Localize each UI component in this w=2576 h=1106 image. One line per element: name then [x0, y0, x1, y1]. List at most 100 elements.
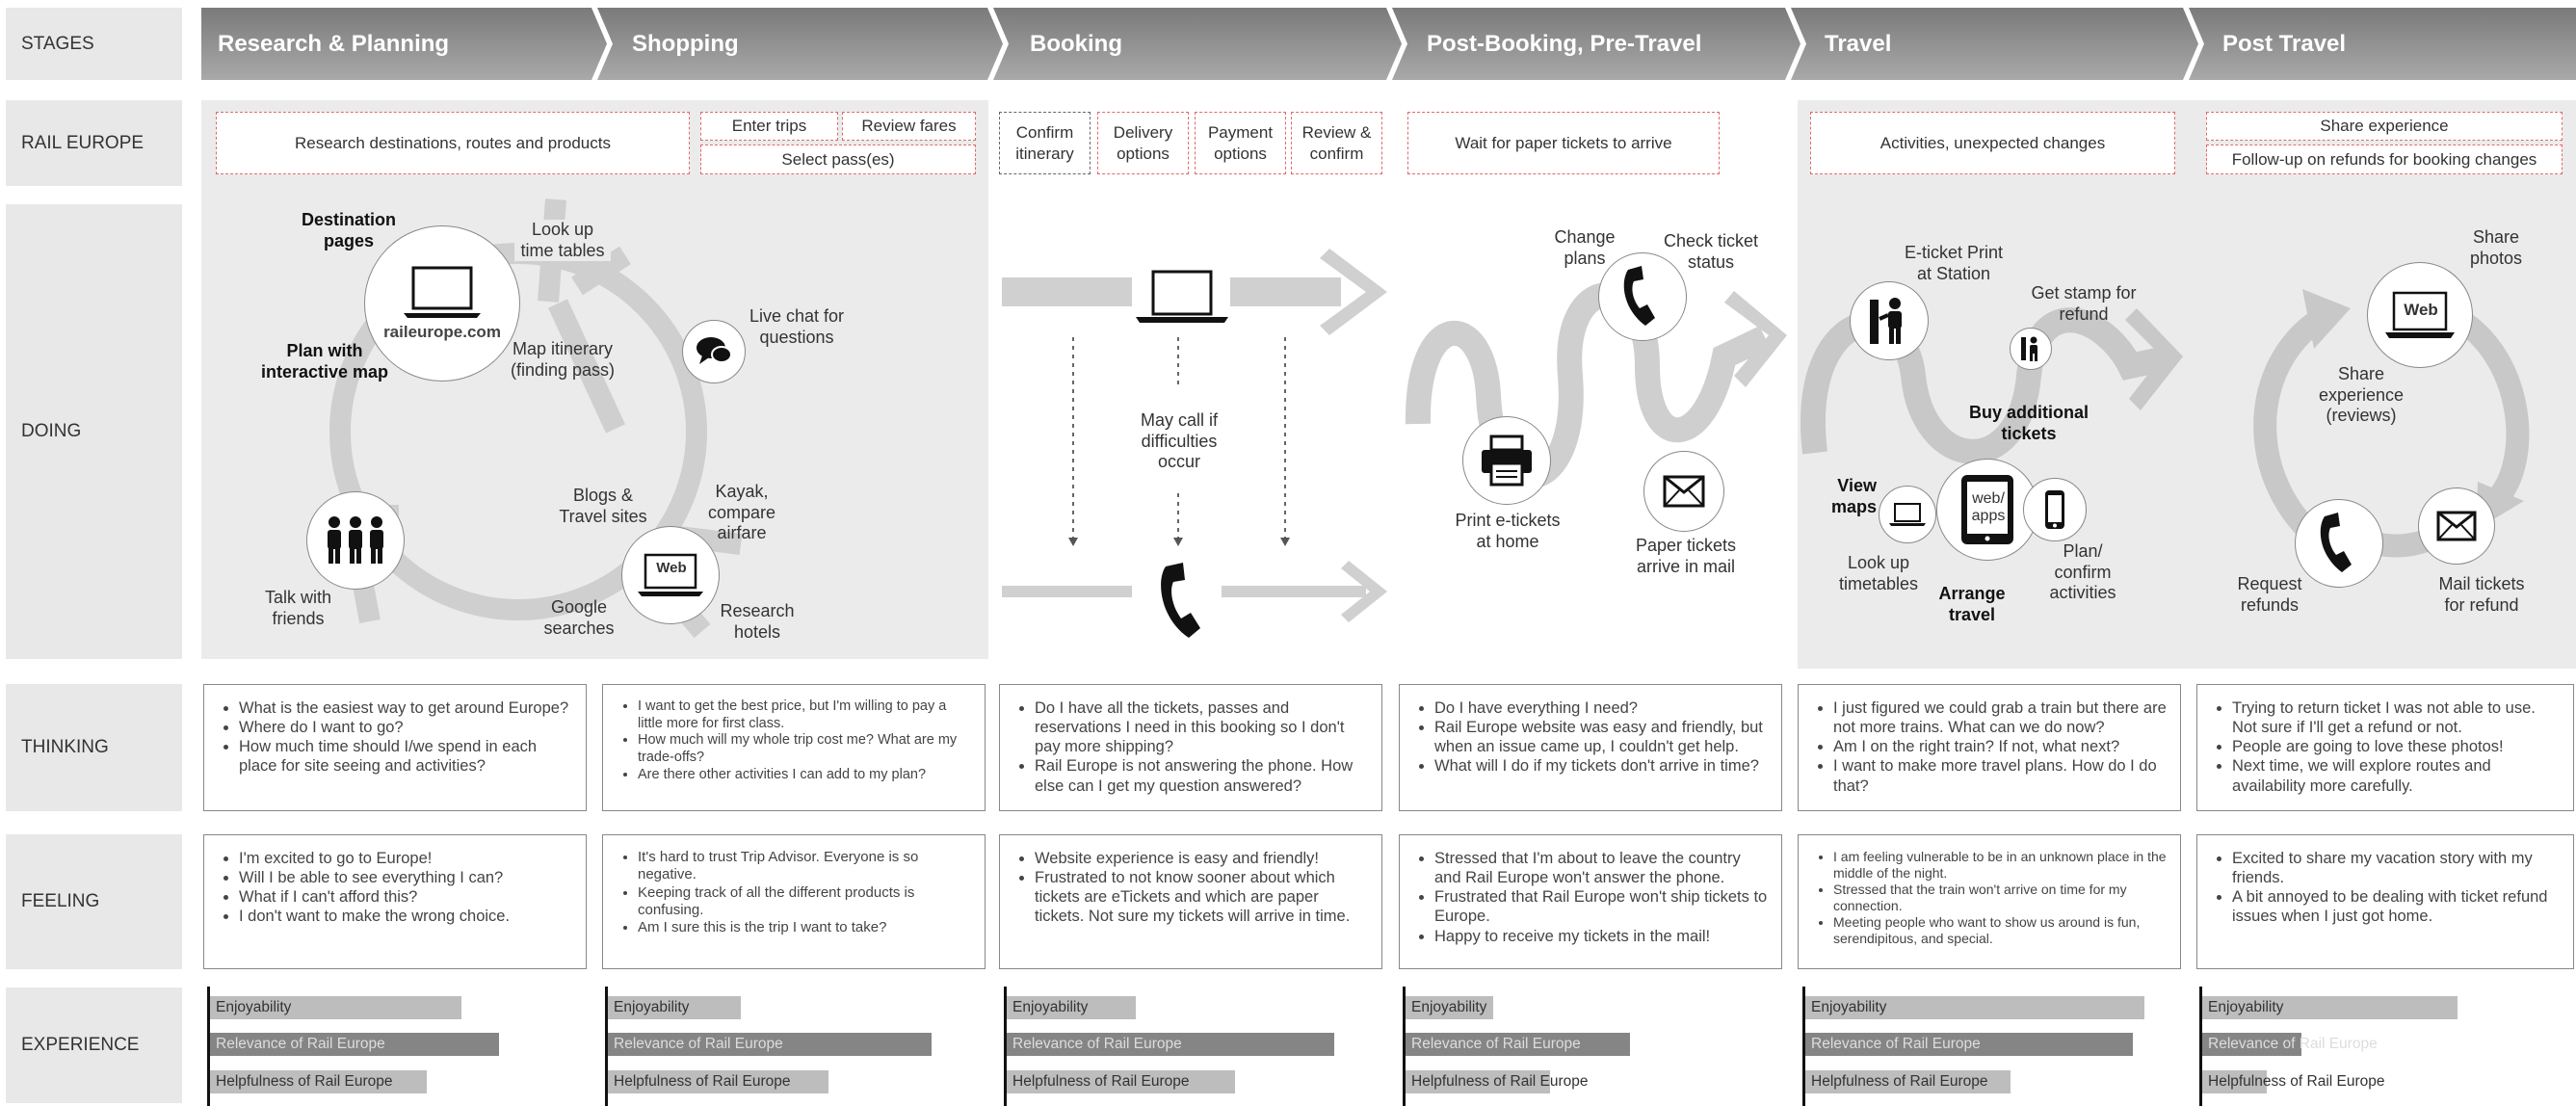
travel-path-graphic — [1801, 307, 2183, 464]
list-item: Am I sure this is the trip I want to tak… — [638, 919, 971, 936]
experience-bar-enjoyability — [1406, 996, 1493, 1019]
live-chat-label: Live chat for questions — [749, 306, 845, 347]
stage-chevron-3 — [993, 8, 1402, 80]
row-label-doing: DOING — [6, 204, 182, 659]
stage-chevron-4 — [1392, 8, 1801, 80]
stage-chevron-1 — [201, 8, 607, 80]
feeling-box-research: I'm excited to go to Europe! Will I be a… — [203, 834, 587, 969]
experience-bar-relevance — [2202, 1033, 2301, 1056]
chat-bubble-icon — [697, 337, 732, 364]
google-label: Google searches — [543, 597, 615, 638]
experience-bar-label: Helpfulness of Rail Europe — [1012, 1073, 1190, 1090]
printer-node — [1462, 416, 1551, 505]
web-label: Web — [656, 560, 687, 576]
lookup-timetables-label: Look up timetables — [1838, 553, 1919, 593]
list-item: Rail Europe website was easy and friendl… — [1434, 718, 1768, 756]
look-up-timetables-label: Look up time tables — [514, 220, 611, 262]
experience-axis-line — [207, 987, 210, 1106]
row-label-experience: EXPERIENCE — [6, 988, 182, 1103]
rail-share-experience-box: Share experience — [2206, 112, 2563, 141]
laptop-icon — [404, 266, 481, 318]
web-laptop-icon — [638, 553, 703, 596]
blogs-label: Blogs & Travel sites — [559, 486, 647, 526]
list-item: People are going to love these photos! — [2232, 737, 2560, 756]
view-maps-label: View maps — [1830, 476, 1877, 516]
paper-tickets-label: Paper tickets arrive in mail — [1635, 536, 1737, 576]
experience-axis-line — [1403, 987, 1406, 1106]
experience-bar-label: Enjoyability — [216, 999, 292, 1015]
booking-phone-icon — [1161, 563, 1200, 638]
change-plans-label: Change plans — [1554, 227, 1616, 268]
list-item: Meeting people who want to show us aroun… — [1833, 914, 2167, 947]
stage-chevron-5 — [1791, 8, 2198, 80]
stage-chevron-6 — [2189, 8, 2576, 80]
experience-axis-line — [2199, 987, 2202, 1106]
plan-confirm-label: Plan/ confirm activities — [2049, 541, 2116, 603]
stage-post-booking: Post-Booking, Pre-Travel — [1427, 30, 1702, 57]
rail-enter-trips-box: Enter trips — [700, 112, 838, 141]
travel-panel — [1798, 100, 2576, 669]
kiosk-person-icon — [1870, 298, 1902, 344]
list-item: Frustrated to not know sooner about whic… — [1035, 868, 1368, 926]
list-item: How much will my whole trip cost me? Wha… — [638, 732, 971, 766]
rail-select-passes-box: Select pass(es) — [700, 145, 976, 174]
experience-axis-line — [605, 987, 608, 1106]
list-item: I am feeling vulnerable to be in an unkn… — [1833, 849, 2167, 882]
booking-flow-graphic — [1002, 249, 1387, 622]
experience-bar-relevance — [1406, 1033, 1630, 1056]
list-item: It's hard to trust Trip Advisor. Everyon… — [638, 849, 971, 884]
list-item: Are there other activities I can add to … — [638, 767, 971, 784]
experience-bar-label: Relevance of Rail Europe — [216, 1036, 385, 1052]
mail-tickets-label: Mail tickets for refund — [2438, 574, 2525, 615]
thinking-box-shopping: I want to get the best price, but I'm wi… — [602, 684, 986, 811]
share-laptop-icon — [2385, 291, 2455, 338]
tablet-icon — [1961, 475, 2013, 544]
request-refunds-label: Request refunds — [2237, 574, 2302, 615]
list-item: Stressed that the train won't arrive on … — [1833, 882, 2167, 914]
experience-bar-label: Relevance of Rail Europe — [2208, 1036, 2378, 1052]
experience-axis-line — [1802, 987, 1805, 1106]
experience-bar-helpfulness — [2202, 1070, 2267, 1093]
arrange-travel-label: Arrange travel — [1938, 584, 2006, 624]
small-laptop-icon — [1889, 503, 1926, 526]
experience-bar-label: Relevance of Rail Europe — [1411, 1036, 1581, 1052]
talk-friends-label: Talk with friends — [264, 588, 332, 628]
thinking-box-travel: I just figured we could grab a train but… — [1798, 684, 2181, 811]
stages-chevron-bar — [201, 8, 2576, 80]
stamp-node — [2010, 328, 2052, 370]
list-item: What will I do if my tickets don't arriv… — [1434, 756, 1768, 776]
rail-payment-options-box: Payment options — [1195, 112, 1286, 174]
list-item: Do I have all the tickets, passes and re… — [1035, 698, 1368, 756]
experience-bar-enjoyability — [2202, 996, 2458, 1019]
experience-bar-enjoyability — [608, 996, 741, 1019]
list-item: I want to make more travel plans. How do… — [1833, 756, 2167, 795]
list-item: Keeping track of all the different produ… — [638, 884, 971, 920]
thinking-box-booking: Do I have all the tickets, passes and re… — [999, 684, 1382, 811]
rail-delivery-options-box: Delivery options — [1097, 112, 1189, 174]
experience-bar-label: Relevance of Rail Europe — [1012, 1036, 1182, 1052]
experience-axis-line — [1004, 987, 1007, 1106]
list-item: Website experience is easy and friendly! — [1035, 849, 1368, 868]
experience-bar-relevance — [210, 1033, 499, 1056]
experience-bar-enjoyability — [1805, 996, 2144, 1019]
list-item: Happy to receive my tickets in the mail! — [1434, 927, 1768, 946]
row-label-feeling: FEELING — [6, 834, 182, 969]
experience-bar-label: Enjoyability — [1811, 999, 1887, 1015]
destination-pages-label: Destination pages — [301, 210, 396, 250]
list-item: Will I be able to see everything I can? — [239, 868, 572, 887]
experience-bar-label: Helpfulness of Rail Europe — [1811, 1073, 1988, 1090]
thinking-box-research: What is the easiest way to get around Eu… — [203, 684, 587, 811]
laptop-small-node — [1879, 486, 1936, 543]
rail-follow-up-box: Follow-up on refunds for booking changes — [2206, 145, 2563, 174]
list-item: Rail Europe is not answering the phone. … — [1035, 756, 1368, 795]
list-item: I want to get the best price, but I'm wi… — [638, 698, 971, 732]
feeling-box-travel: I am feeling vulnerable to be in an unkn… — [1798, 834, 2181, 969]
phone-status-node — [1598, 252, 1687, 341]
experience-bar-enjoyability — [210, 996, 461, 1019]
rail-activities-box: Activities, unexpected changes — [1810, 112, 2175, 174]
experience-bar-label: Helpfulness of Rail Europe — [1411, 1073, 1589, 1090]
phone-icon — [1623, 266, 1655, 326]
group-people-icon — [328, 516, 383, 564]
mail-refund-node — [2418, 487, 2495, 565]
thinking-box-post-booking: Do I have everything I need? Rail Europe… — [1399, 684, 1782, 811]
